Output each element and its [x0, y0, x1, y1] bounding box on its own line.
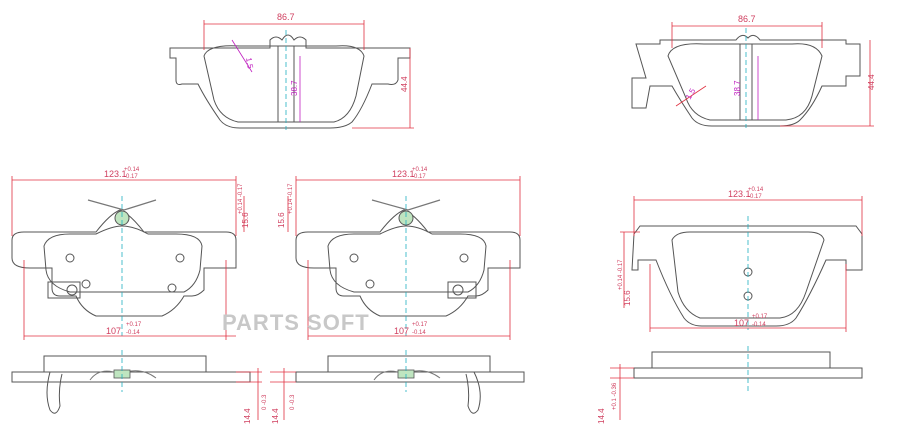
- side-left-thickness-label: 14.4: [243, 408, 252, 424]
- pad-left-hole-3: [81, 279, 91, 289]
- watermark: PARTS SOFT: [222, 310, 370, 335]
- pad-mid-height-label: 15.6: [277, 212, 286, 228]
- pad-mid-view: 123.1 +0.14 -0.17 15.6 +0.14 -0.17 107 +…: [277, 167, 521, 340]
- top-right-view: 86.7 44.4 38.7 1.5: [631, 14, 876, 128]
- pad-mid-width-tol-plus: +0.14: [412, 167, 428, 173]
- pad-left-clip: [47, 281, 81, 299]
- side-left-view: 14.4 0 -0.3: [11, 350, 268, 424]
- pad-right-width-label: 123.1: [728, 189, 751, 199]
- pad-left-height-tol: +0.14 -0.17: [238, 183, 244, 214]
- side-mid-view: 14.4 0 -0.3: [270, 350, 525, 424]
- pad-left-width-label: 123.1: [104, 169, 127, 179]
- side-right-thickness-tol: +0.1 -0.36: [612, 382, 618, 410]
- pad-left-base-label: 107: [106, 326, 121, 336]
- pad-mid-base-label: 107: [394, 326, 409, 336]
- side-right-thickness-label: 14.4: [597, 408, 606, 424]
- pad-left-base-tol-plus: +0.17: [126, 322, 142, 328]
- pad-mid-base-tol-plus: +0.17: [412, 322, 428, 328]
- pad-left-view: 123.1 +0.14 -0.17 15.6 +0.14 -0.17 107 +…: [11, 167, 250, 340]
- pad-mid-height-tol: +0.14 -0.17: [288, 183, 294, 214]
- pad-left-hole-1: [65, 253, 75, 263]
- pad-left-base-tol-minus: -0.14: [126, 330, 140, 336]
- pad-right-height-tol: +0.14 -0.17: [618, 259, 624, 290]
- top-left-inner-height-label: 38.7: [290, 80, 299, 96]
- side-mid-thickness-tol: 0 -0.3: [290, 394, 296, 410]
- pad-mid-base-tol-minus: -0.14: [412, 330, 426, 336]
- top-right-radius-label: 1.5: [684, 86, 698, 101]
- pad-right-width-tol-plus: +0.14: [748, 187, 764, 193]
- top-left-width-label: 86.7: [277, 12, 295, 22]
- top-right-inner-height-label: 38.7: [733, 80, 742, 96]
- pad-right-base-tol-minus: -0.14: [752, 322, 766, 328]
- top-left-height-label: 44.4: [400, 76, 409, 92]
- pad-left-hole-2: [175, 253, 185, 263]
- pad-right-base-tol-plus: +0.17: [752, 314, 768, 320]
- pad-right-base-label: 107: [734, 318, 749, 328]
- pad-right-width-tol-minus: -0.17: [748, 194, 762, 200]
- pad-mid-width-label: 123.1: [392, 169, 415, 179]
- pad-right-view: 123.1 +0.14 -0.17 15.6 +0.14 -0.17 107 +…: [618, 187, 863, 332]
- top-left-radius-label: 1.5: [244, 57, 255, 70]
- pad-left-height-label: 15.6: [241, 212, 250, 228]
- side-right-view: 14.4 +0.1 -0.36: [597, 346, 863, 424]
- top-right-width-label: 86.7: [738, 14, 756, 24]
- side-mid-thickness-label: 14.4: [271, 408, 280, 424]
- pad-mid-width-tol-minus: -0.17: [412, 174, 426, 180]
- pad-left-width-tol-plus: +0.14: [124, 167, 140, 173]
- pad-left-hole-4: [167, 283, 177, 293]
- side-left-thickness-tol: 0 -0.3: [262, 394, 268, 410]
- pad-right-height-label: 15.6: [623, 290, 632, 306]
- pad-left-width-tol-minus: -0.17: [124, 174, 138, 180]
- top-right-height-label: 44.4: [867, 74, 876, 90]
- top-left-view: 86.7 44.4 38.7 1.5: [169, 12, 414, 130]
